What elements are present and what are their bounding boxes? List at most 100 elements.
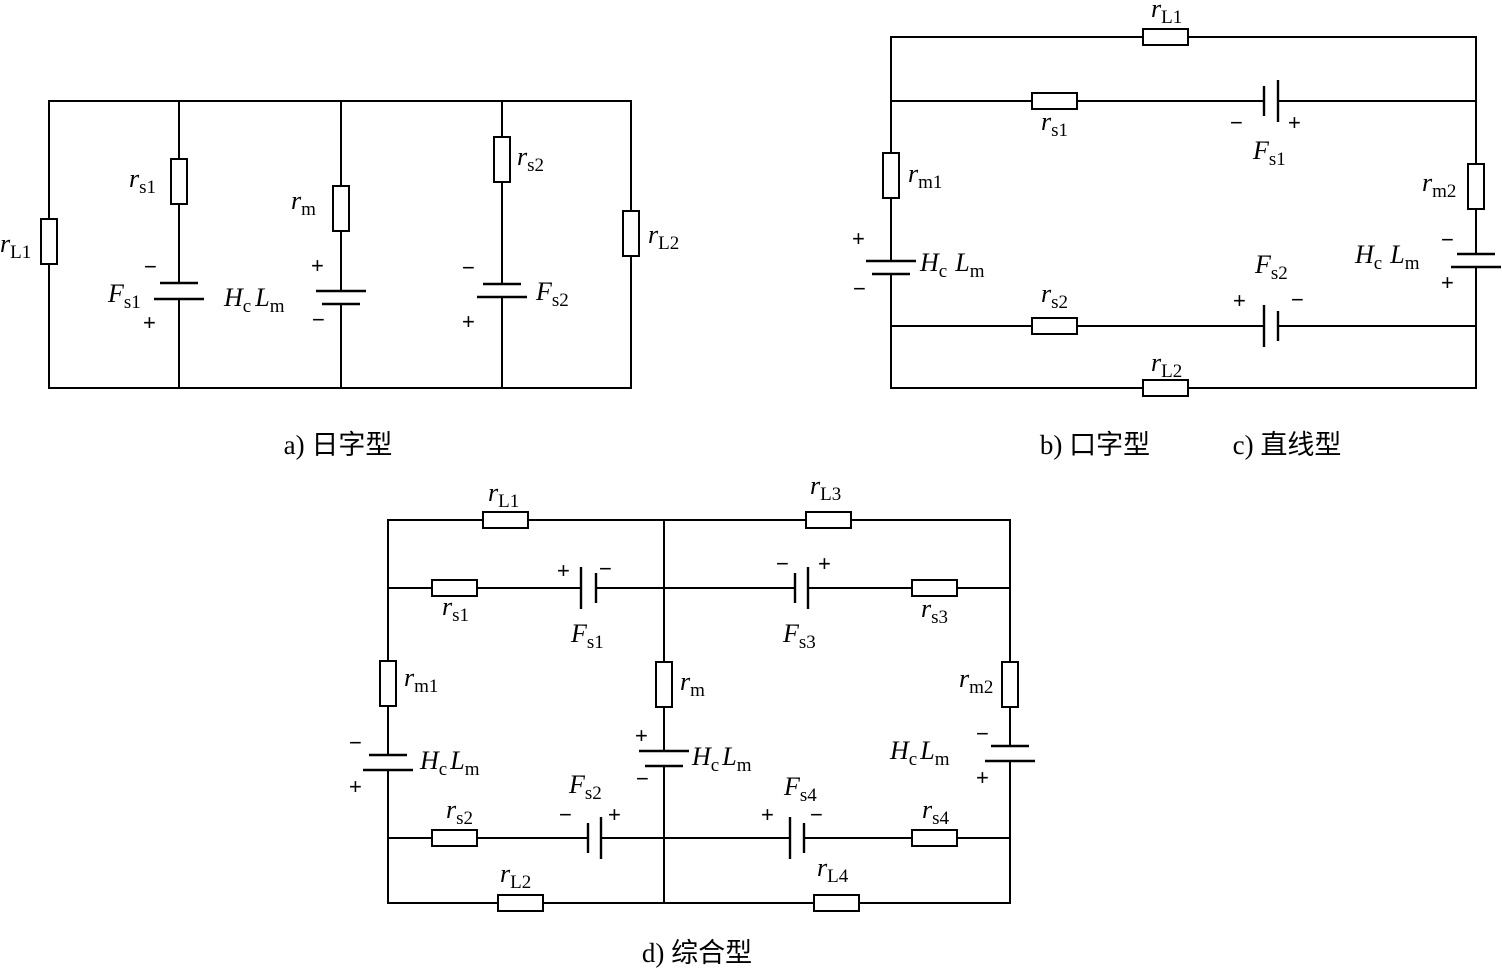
resistor-rL1-b	[1142, 28, 1189, 46]
label-rs4-d: rs4	[922, 795, 950, 829]
label-Fs2-b: Fs2	[1254, 250, 1288, 284]
label-Fs4-d: Fs4	[783, 772, 817, 806]
source-Fs3-d	[793, 567, 810, 609]
sign-HcLm-plus-a: +	[311, 253, 324, 278]
sign-Fs3-plus-d: +	[818, 551, 831, 576]
sign-Fs2-minus-a: −	[462, 255, 475, 280]
label-rL1-a: rL1	[0, 229, 31, 263]
source-Fs1-d	[579, 567, 598, 609]
sign-Fs2-plus-d: +	[608, 802, 621, 827]
resistor-rL2-b	[1142, 379, 1189, 397]
label-rs3-d: rs3	[921, 594, 948, 628]
source-Fs2-d	[586, 817, 603, 859]
sign-Fs1-minus-a: −	[144, 254, 157, 279]
label-rs2-a: rs2	[517, 142, 544, 176]
label-rL1-d: rL1	[488, 478, 519, 512]
sign-HcLm-minus-a: −	[312, 307, 325, 332]
sign-HcLm-right-plus-b: +	[1441, 270, 1454, 295]
label-rs2-d: rs2	[446, 795, 473, 829]
resistor-rm-a	[332, 185, 350, 232]
label-rL1-b: rL1	[1151, 0, 1182, 28]
sign-Fs4-plus-d: +	[761, 802, 774, 827]
source-HcLm-left-b	[866, 259, 916, 276]
sign-HcLm-middle-plus-d: +	[635, 723, 648, 748]
sign-HcLm-right-plus-d: +	[976, 765, 989, 790]
label-rL2-b: rL2	[1151, 348, 1182, 382]
resistor-rs2-a	[493, 136, 511, 183]
label-rL4-d: rL4	[817, 853, 849, 887]
caption-d: d) 综合型	[642, 938, 752, 968]
sign-Fs1-plus-d: +	[557, 558, 570, 583]
resistor-rs1-a	[170, 158, 188, 205]
resistor-rs1-b	[1031, 92, 1078, 110]
resistor-rm2-b	[1467, 163, 1485, 210]
sign-Fs3-minus-d: −	[776, 551, 789, 576]
resistor-rm-d	[655, 661, 673, 708]
resistor-rs2-d	[431, 829, 478, 847]
resistor-rL2-d	[497, 894, 544, 912]
resistor-rL3-d	[805, 511, 852, 529]
label-rL2-a: rL2	[648, 220, 679, 254]
resistor-rL1-a	[40, 218, 58, 265]
label-rm1-d: rm1	[404, 663, 438, 697]
diagram-b-wires	[890, 36, 1477, 389]
source-Fs1-a	[154, 281, 204, 301]
label-rm2-d: rm2	[959, 664, 993, 698]
sign-Fs1-plus-a: +	[143, 310, 156, 335]
source-Fs1-b	[1262, 80, 1280, 122]
resistor-rL4-d	[813, 894, 860, 912]
sign-HcLm-left-plus-b: +	[852, 226, 865, 251]
label-Fs3-d: Fs3	[782, 619, 816, 653]
sign-HcLm-left-plus-d: +	[349, 774, 362, 799]
caption-c: c) 直线型	[1233, 430, 1342, 460]
label-rs1-a: rs1	[129, 164, 156, 198]
source-Fs2-a	[477, 282, 527, 299]
sign-HcLm-left-minus-d: −	[349, 730, 362, 755]
sign-Fs2-plus-a: +	[462, 309, 475, 334]
diagram-d-wires	[387, 519, 1011, 904]
sign-Fs4-minus-d: −	[810, 802, 823, 827]
label-Fs1-b: Fs1	[1252, 136, 1286, 170]
label-Fs1-a: Fs1	[107, 279, 141, 313]
label-rs2-b: rs2	[1041, 279, 1068, 313]
caption-a: a) 日字型	[284, 430, 393, 460]
label-rm-d: rm	[680, 667, 705, 701]
resistor-rL2-a	[622, 210, 640, 257]
label-rs1-d: rs1	[442, 592, 469, 626]
source-HcLm-a	[316, 289, 366, 306]
label-rm2-b: rm2	[1422, 168, 1456, 202]
label-rm1-b: rm1	[908, 159, 942, 193]
sign-HcLm-middle-minus-d: −	[636, 766, 649, 791]
label-rL3-d: rL3	[810, 471, 841, 505]
source-HcLm-right-d	[985, 744, 1035, 763]
source-HcLm-middle-d	[639, 749, 689, 768]
label-Fs1-d: Fs1	[570, 619, 604, 653]
diagram-d: rL1 rL3 rs1 rs3 rm1 rm rm2 rs2 rs4 rL2 r…	[349, 471, 1035, 968]
source-Fs2-b	[1262, 305, 1280, 347]
sign-Fs1-plus-b: +	[1288, 110, 1301, 135]
label-rs1-b: rs1	[1041, 107, 1068, 141]
source-HcLm-right-b	[1451, 252, 1501, 269]
label-rm-a: rm	[291, 186, 316, 220]
label-rL2-d: rL2	[500, 859, 531, 893]
label-Fs2-d: Fs2	[568, 770, 602, 804]
source-HcLm-left-d	[363, 753, 413, 772]
sign-HcLm-left-minus-b: −	[853, 276, 866, 301]
resistor-rs4-d	[911, 829, 958, 847]
resistor-rs2-b	[1031, 317, 1078, 335]
sign-Fs2-minus-d: −	[559, 802, 572, 827]
sign-Fs2-minus-b: −	[1291, 287, 1304, 312]
sign-Fs1-minus-d: −	[599, 556, 612, 581]
resistor-rs3-d	[911, 579, 958, 597]
label-Fs2-a: Fs2	[535, 277, 569, 311]
sign-HcLm-right-minus-d: −	[976, 721, 989, 746]
resistor-rL1-d	[482, 511, 529, 529]
